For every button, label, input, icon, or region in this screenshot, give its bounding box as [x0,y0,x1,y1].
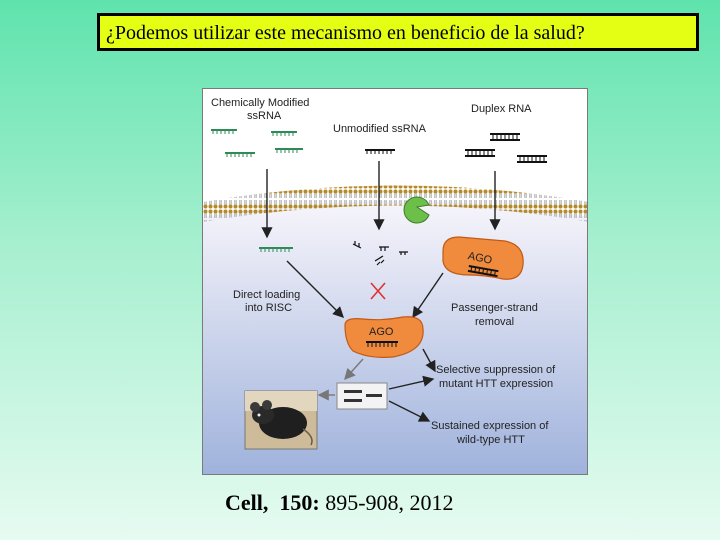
label-direct-line2: into RISC [245,302,292,314]
unmodified-ssrna-strand [365,149,395,154]
label-passenger-line1: Passenger-strand [451,302,538,314]
cell-membrane [203,185,587,222]
arrow-selective-suppression [388,375,435,390]
arrow-ago-selective [422,348,436,373]
arrow-ago-mrna [344,358,364,381]
label-ago-top: AGO [467,250,494,267]
modified-ssrna-internal [259,247,293,252]
label-ago-center: AGO [369,326,394,338]
modified-ssrna-strands [211,129,303,157]
label-duplex: Duplex RNA [471,103,532,115]
label-selective-line2: mutant HTT expression [439,378,553,390]
degraded-rna-fragments [352,241,408,266]
ago-risc-complex: AGO [344,316,424,358]
label-modified-line2: ssRNA [247,110,282,122]
mouse-photo [244,390,318,450]
inhibition-x-icon [370,282,386,300]
htt-mrna-box [336,382,388,410]
slide-title-box: ¿Podemos utilizar este mecanismo en bene… [97,13,699,51]
citation-volume: 150: [279,490,320,515]
nuclease-icon [403,196,430,224]
label-sustained-line1: Sustained expression of [431,420,549,432]
arrow-direct-loading [286,260,344,318]
mechanism-figure: Chemically Modified ssRNA Unmodified ssR… [202,88,588,475]
ago-passenger-complex: AGO [442,236,524,280]
mechanism-diagram: Chemically Modified ssRNA Unmodified ssR… [203,97,587,474]
citation-pages: 895-908, 2012 [325,490,454,515]
slide-title: ¿Podemos utilizar este mecanismo en bene… [106,22,585,44]
label-unmodified: Unmodified ssRNA [333,123,427,135]
label-modified-line1: Chemically Modified [211,97,309,109]
label-direct-line1: Direct loading [233,289,300,301]
citation: Cell, 150: 895-908, 2012 [225,490,454,516]
citation-journal: Cell, [225,490,269,515]
label-selective-line1: Selective suppression of [436,364,556,376]
duplex-rna-strands [465,133,547,163]
label-sustained-line2: wild-type HTT [456,434,525,446]
label-passenger-line2: removal [475,316,514,328]
arrow-passenger-removal [412,272,444,319]
arrow-sustained-expression [388,400,431,422]
